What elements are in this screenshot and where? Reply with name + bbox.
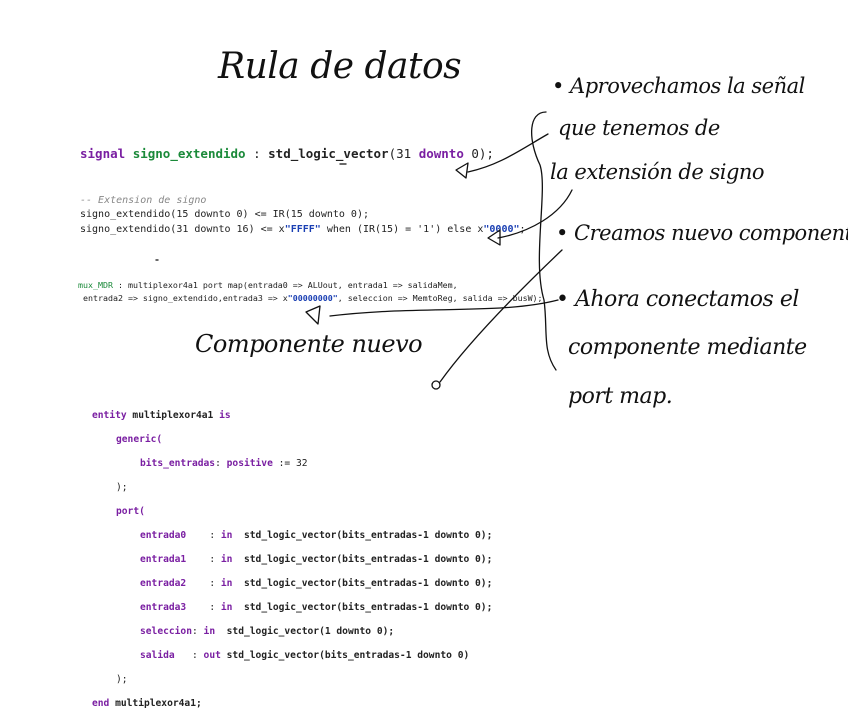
note-1-line-2: que tenemos de — [558, 116, 720, 140]
port-name: entrada1 — [140, 554, 187, 565]
note-1-line-3: la extensión de signo — [550, 160, 765, 184]
port-type: std_logic_vector(1 downto 0); — [215, 626, 395, 637]
signal-paren: (31 — [388, 146, 419, 161]
extension-line-1: signo_extendido(15 downto 0) <= IR(15 do… — [80, 209, 369, 220]
arrow-to-mux — [329, 299, 559, 317]
port-row: salida : out std_logic_vector(bits_entra… — [92, 650, 492, 662]
port-row: seleccion: in std_logic_vector(1 downto … — [92, 626, 492, 638]
extension-line-2-a: signo_extendido(31 downto 16) <= x — [80, 224, 285, 235]
generic-line: generic( — [116, 434, 163, 445]
mux-name: mux_MDR — [78, 280, 113, 290]
extension-line-2-b: when (IR(15) = '1') else x — [320, 224, 484, 235]
page-title: Rula de datos — [218, 46, 462, 87]
port-row: entrada0 : in std_logic_vector(bits_entr… — [92, 530, 492, 542]
keyword-end: end — [92, 698, 110, 709]
keyword-signal: signal — [80, 146, 126, 161]
port-name: entrada2 — [140, 578, 187, 589]
componente-nuevo-note: Componente nuevo — [195, 330, 423, 358]
note-3-line-3: port map. — [568, 384, 673, 409]
port-dir: in — [220, 578, 233, 589]
hand-drawn-annotations — [155, 111, 573, 390]
keyword-is: is — [219, 410, 231, 421]
keyword-downto: downto — [418, 146, 464, 161]
port-name: entrada0 — [140, 530, 187, 541]
port-name: salida — [140, 650, 175, 661]
port-dir: in — [203, 626, 216, 637]
port-type: std_logic_vector(bits_entradas-1 downto … — [232, 578, 493, 589]
signal-name: signo_extendido — [132, 146, 246, 161]
port-close: ); — [116, 674, 128, 685]
port-pad: : — [186, 602, 221, 613]
arrow-tail-entity — [431, 380, 441, 390]
param-colon: : — [215, 458, 227, 469]
signal-declaration: signal signo_extendido : std_logic_vecto… — [80, 146, 494, 161]
port-row: entrada2 : in std_logic_vector(bits_entr… — [92, 578, 492, 590]
generic-param: bits_entradas: positive := 32 — [92, 458, 492, 470]
port-type: std_logic_vector(bits_entradas-1 downto … — [232, 530, 493, 541]
port-pad: : — [191, 626, 204, 637]
extension-comment: -- Extension de signo — [80, 195, 207, 206]
port-pad: : — [174, 650, 204, 661]
param-default: := 32 — [272, 458, 308, 469]
note-1-line-1: • Aprovechamos la señal — [552, 74, 805, 98]
port-type: std_logic_vector(bits_entradas-1 downto … — [232, 602, 493, 613]
note-3-line-2: componente mediante — [568, 335, 807, 360]
signal-end: 0); — [463, 146, 494, 161]
mux-line-1: mux_MDR : multiplexor4a1 port map(entrad… — [78, 280, 458, 290]
keyword-entity: entity — [92, 410, 127, 421]
port-dir: in — [220, 602, 233, 613]
port-dir: in — [220, 530, 233, 541]
arrow-head-mux — [305, 305, 321, 325]
string-ffff: "FFFF" — [284, 224, 321, 235]
note-3-line-1: • Ahora conectamos el — [556, 287, 799, 312]
port-name: seleccion — [140, 626, 192, 637]
port-pad: : — [186, 530, 221, 541]
signal-colon: : — [245, 146, 269, 161]
port-pad: : — [186, 578, 221, 589]
brace-stroke — [530, 111, 557, 371]
mux-line-1-rest: : multiplexor4a1 port map(entrada0 => AL… — [112, 280, 458, 290]
entity-line: entity multiplexor4a1 is — [92, 410, 492, 422]
port-line: port( — [116, 506, 145, 517]
port-type: std_logic_vector(bits_entradas-1 downto … — [232, 554, 493, 565]
mux-line-2-a: entrada2 => signo_extendido,entrada3 => … — [78, 293, 288, 303]
string-00000000: "00000000" — [287, 293, 338, 303]
param-type: positive — [226, 458, 273, 469]
note-2: • Creamos nuevo componente — [556, 221, 848, 245]
port-row: entrada3 : in std_logic_vector(bits_entr… — [92, 602, 492, 614]
port-row: entrada1 : in std_logic_vector(bits_entr… — [92, 554, 492, 566]
generic-close: ); — [116, 482, 128, 493]
extension-line-2-c: ; — [519, 224, 526, 235]
port-name: entrada3 — [140, 602, 187, 613]
entity-name: multiplexor4a1 — [126, 410, 220, 421]
port-dir: in — [220, 554, 233, 565]
mux-line-2: entrada2 => signo_extendido,entrada3 => … — [78, 293, 543, 303]
arrow-head-signal — [455, 162, 469, 179]
arrow-to-extension — [497, 189, 573, 239]
end-line: end multiplexor4a1; — [92, 698, 492, 710]
arrow-to-signal — [467, 133, 549, 173]
extension-line-2: signo_extendido(31 downto 16) <= x"FFFF"… — [80, 224, 526, 235]
end-entity-name: multiplexor4a1; — [109, 698, 202, 709]
port-type: std_logic_vector(bits_entradas-1 downto … — [220, 650, 470, 661]
param-name: bits_entradas — [140, 458, 216, 469]
string-0000: "0000" — [483, 224, 520, 235]
signal-type: std_logic_vector — [268, 146, 389, 161]
port-pad: : — [186, 554, 221, 565]
arrow-head-extension — [487, 229, 501, 246]
port-dir: out — [203, 650, 221, 661]
mux-line-2-b: , seleccion => MemtoReg, salida => busW)… — [337, 293, 543, 303]
arrow-to-entity — [439, 249, 563, 383]
